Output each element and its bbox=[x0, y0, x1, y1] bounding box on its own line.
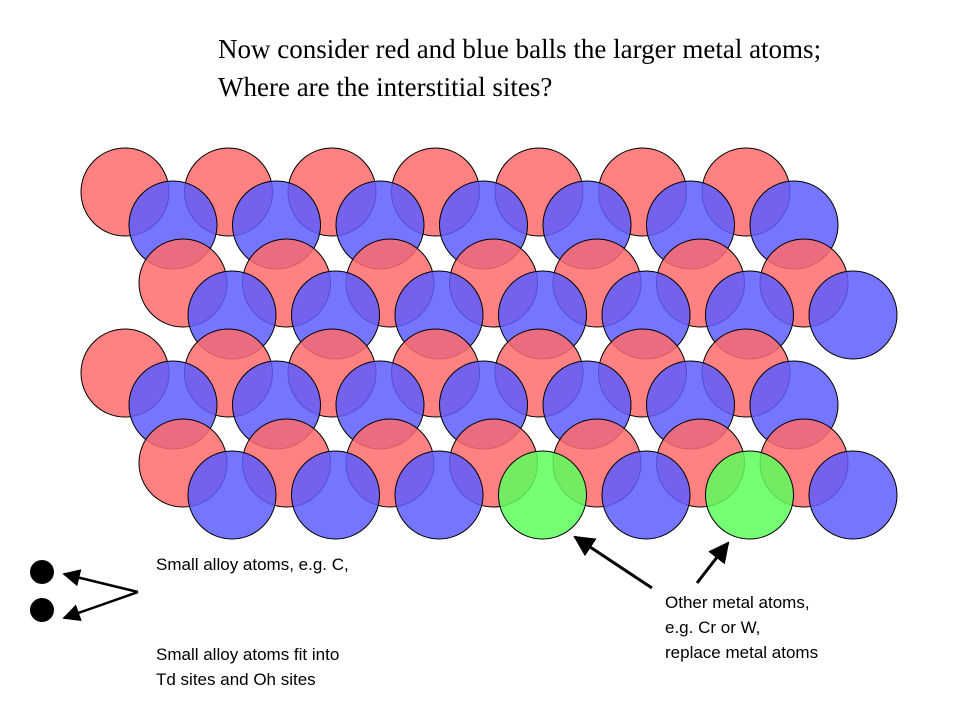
bracket-arrow-lower bbox=[62, 590, 139, 622]
small-alloy-text: Small alloy atoms, e.g. C, bbox=[156, 555, 349, 574]
blue-metal-atom bbox=[808, 450, 898, 540]
fit-line-1: Small alloy atoms fit into bbox=[156, 645, 340, 664]
slide-title: Now consider red and blue balls the larg… bbox=[218, 30, 948, 106]
other-line-2: e.g. Cr or W, bbox=[665, 618, 761, 637]
other-line-1: Other metal atoms, bbox=[665, 593, 810, 612]
substituted-metal-atom bbox=[705, 450, 794, 540]
annotation-layer bbox=[30, 535, 730, 622]
blue-metal-atom bbox=[291, 450, 380, 540]
small-alloy-atom bbox=[30, 560, 54, 584]
small-alloy-atom bbox=[30, 598, 54, 622]
bracket-arrow-upper bbox=[62, 569, 139, 594]
blue-metal-atom bbox=[808, 270, 898, 360]
title-line-2: Where are the interstitial sites? bbox=[218, 72, 553, 102]
other-line-3: replace metal atoms bbox=[665, 643, 819, 662]
interstitial-fit-label: Small alloy atoms fit into Td sites and … bbox=[156, 642, 339, 692]
substituted-metal-atom bbox=[498, 450, 587, 540]
blue-metal-atom bbox=[601, 450, 691, 540]
fit-line-2: Td sites and Oh sites bbox=[156, 670, 316, 689]
blue-metal-atom bbox=[394, 450, 484, 540]
title-line-1: Now consider red and blue balls the larg… bbox=[218, 34, 822, 64]
blue-metal-atom bbox=[187, 450, 277, 540]
arrow-to-green-atom-right bbox=[695, 541, 730, 584]
arrow-to-green-atom-left bbox=[573, 535, 653, 590]
atom-layer bbox=[80, 147, 898, 540]
small-alloy-label: Small alloy atoms, e.g. C, bbox=[156, 552, 349, 577]
other-metal-label: Other metal atoms, e.g. Cr or W, replace… bbox=[665, 590, 818, 665]
